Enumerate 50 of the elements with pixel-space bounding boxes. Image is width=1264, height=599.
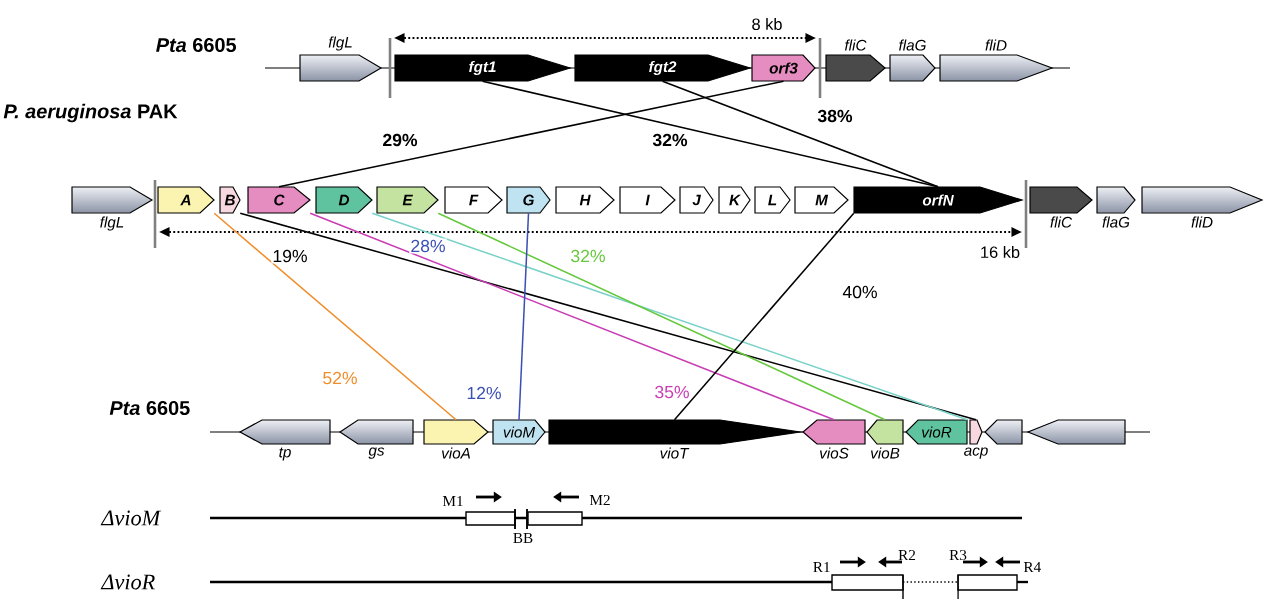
label-text: R4 [1023, 562, 1041, 572]
gene-name: flaG [899, 39, 926, 51]
gene-name: tp [279, 447, 291, 461]
gene-name: fliC [1050, 216, 1073, 228]
gene-name: acp [964, 447, 988, 459]
gene-name: vioA [442, 447, 470, 459]
gene-name: vioB [871, 447, 900, 459]
gene-name: flgL [100, 216, 124, 231]
edge-label: 40% [841, 284, 879, 300]
homology-line [371, 212, 968, 421]
label-text: R2 [898, 549, 916, 561]
homology-line [213, 212, 457, 421]
edge-label: 52% [321, 370, 359, 386]
label-text: M2 [589, 494, 610, 506]
gene-name: flgL [328, 36, 352, 51]
gene-name: vioT [660, 447, 690, 459]
gene-name: vioS [820, 447, 849, 459]
label-text: 16 kb [981, 246, 1020, 259]
homology-line [437, 212, 886, 421]
label-text: R3 [949, 549, 967, 561]
edge-label: 19% [271, 248, 309, 264]
gene-symbol [984, 419, 1023, 445]
gene-symbol [1026, 419, 1126, 445]
label-text: P. aeruginosa PAK [3, 103, 178, 123]
label-text: BB [513, 533, 533, 543]
homology-line [309, 212, 835, 421]
edge-label: 12% [465, 385, 503, 401]
label-text: ΔvioR [100, 574, 155, 590]
label-text: Pta 6605 [109, 400, 190, 416]
homology-line [673, 212, 855, 421]
homology-line [661, 80, 939, 188]
homology-line [518, 212, 530, 421]
gene-name: gs [368, 447, 385, 459]
homology-line [239, 212, 977, 421]
edge-label: 29% [381, 132, 419, 148]
edge-label: 28% [409, 238, 447, 254]
label-text: ΔvioM [100, 510, 162, 526]
gene-name: fliD [985, 39, 1007, 51]
edge-label: 32% [569, 248, 607, 264]
label-text: R1 [813, 562, 830, 573]
edge-label: 38% [816, 108, 854, 124]
homology-line [278, 80, 785, 188]
label-text: M1 [442, 496, 463, 507]
label-text: Pta 6605 [156, 37, 237, 53]
edge-label: 32% [651, 132, 689, 148]
label-text: 8 kb [752, 18, 782, 31]
gene-name: fliC [845, 39, 867, 51]
gene-name: flaG [1102, 216, 1130, 228]
gene-name: fliD [1191, 216, 1213, 228]
edge-label: 35% [653, 384, 691, 400]
